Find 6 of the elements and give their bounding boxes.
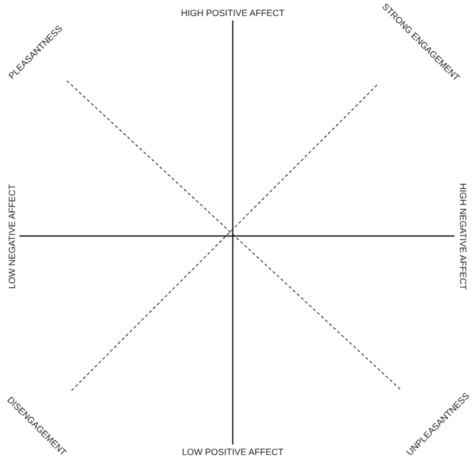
- axis-label: LOW POSITIVE AFFECT: [182, 446, 284, 458]
- axis-line: [232, 20, 234, 444]
- axis-label: HIGH NEGATIVE AFFECT: [456, 182, 468, 290]
- axis-label: LOW NEGATIVE AFFECT: [6, 184, 18, 288]
- axis-label: HIGH POSITIVE AFFECT: [181, 8, 285, 18]
- axis-line: [19, 235, 454, 237]
